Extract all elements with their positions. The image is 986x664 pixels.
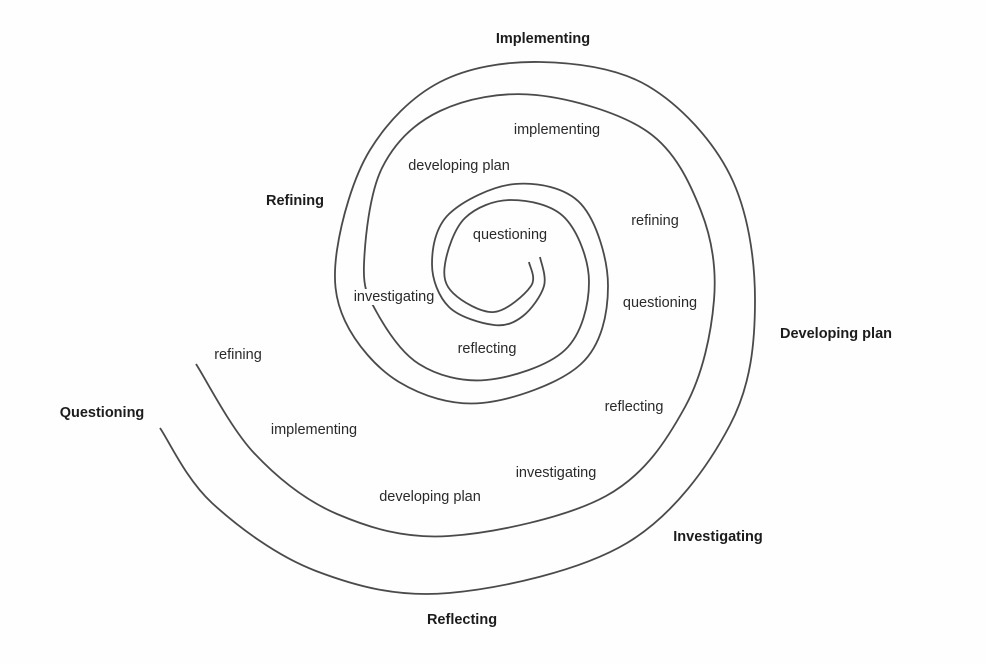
spiral-inner-line: [195, 93, 716, 538]
label-investigating: investigating: [353, 289, 435, 305]
label-refining: refining: [214, 347, 262, 363]
label-implementing: implementing: [513, 122, 601, 138]
label-reflecting: reflecting: [457, 341, 517, 357]
label-investigating-outer: Investigating: [673, 529, 763, 545]
label-questioning: questioning: [622, 295, 698, 311]
label-developing-plan: developing plan: [408, 158, 510, 174]
label-reflecting: reflecting: [604, 399, 664, 415]
label-refining-outer: Refining: [266, 193, 324, 209]
label-implementing-outer: Implementing: [495, 31, 591, 47]
label-refining: refining: [631, 213, 679, 229]
label-reflecting-outer: Reflecting: [426, 612, 498, 628]
label-questioning-outer: Questioning: [59, 405, 145, 421]
label-questioning-center: questioning: [472, 227, 548, 243]
label-implementing: implementing: [270, 422, 358, 438]
spiral-outer-line: [159, 61, 756, 595]
label-investigating: investigating: [515, 465, 597, 481]
label-developing-plan-outer: Developing plan: [780, 326, 892, 342]
label-developing-plan: developing plan: [379, 489, 481, 505]
